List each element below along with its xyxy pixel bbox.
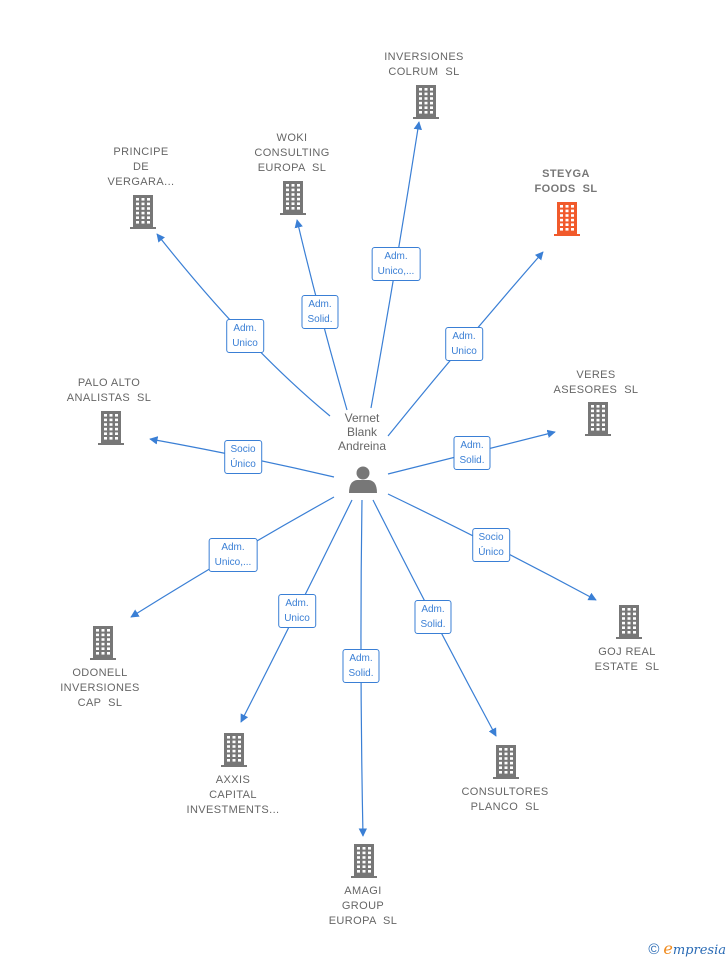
relation-label-odonell[interactable]: Adm. Unico,... [208, 538, 258, 572]
relation-label-amagi[interactable]: Adm. Solid. [342, 649, 380, 683]
relation-label-axxis[interactable]: Adm. Unico [278, 594, 316, 628]
company-name-paloalto[interactable]: PALO ALTO ANALISTAS SL [66, 377, 152, 404]
brand-logo-text: mpresia [672, 943, 726, 958]
relation-label-paloalto[interactable]: Socio Único [224, 440, 262, 474]
company-name-consultores[interactable]: CONSULTORES PLANCO SL [461, 786, 549, 813]
building-icon-colrum[interactable] [413, 85, 439, 119]
person-icon[interactable] [349, 466, 377, 494]
building-icon-consultores[interactable] [493, 745, 519, 779]
relation-label-veres[interactable]: Adm. Solid. [453, 436, 491, 470]
building-icon-odonell[interactable] [90, 626, 116, 660]
company-name-principe[interactable]: PRINCIPE DE VERGARA... [107, 146, 175, 188]
brand-logo-initial: e [663, 939, 673, 958]
company-name-axxis[interactable]: AXXIS CAPITAL INVESTMENTS... [186, 774, 280, 816]
company-name-amagi[interactable]: AMAGI GROUP EUROPA SL [328, 885, 398, 927]
building-icon-woki[interactable] [280, 181, 306, 215]
relation-label-steyga[interactable]: Adm. Unico [445, 327, 483, 361]
building-icon-steyga[interactable] [554, 202, 580, 236]
relation-label-goj[interactable]: Socio Único [472, 528, 510, 562]
building-icon-goj[interactable] [616, 605, 642, 639]
building-icon-veres[interactable] [585, 402, 611, 436]
relation-label-consultores[interactable]: Adm. Solid. [414, 600, 452, 634]
building-icon-axxis[interactable] [221, 733, 247, 767]
relation-label-woki[interactable]: Adm. Solid. [301, 295, 339, 329]
relation-label-colrum[interactable]: Adm. Unico,... [371, 247, 421, 281]
company-name-steyga[interactable]: STEYGA FOODS SL [534, 168, 598, 195]
copyright-icon: © [648, 941, 660, 958]
company-name-odonell[interactable]: ODONELL INVERSIONES CAP SL [60, 667, 140, 709]
relation-label-principe[interactable]: Adm. Unico [226, 319, 264, 353]
company-name-goj[interactable]: GOJ REAL ESTATE SL [594, 646, 660, 673]
company-name-woki[interactable]: WOKI CONSULTING EUROPA SL [254, 132, 330, 174]
footer-brand[interactable]: ©empresia [648, 939, 726, 958]
building-icon-amagi[interactable] [351, 844, 377, 878]
building-icon-paloalto[interactable] [98, 411, 124, 445]
company-name-colrum[interactable]: INVERSIONES COLRUM SL [384, 51, 464, 78]
company-name-veres[interactable]: VERES ASESORES SL [553, 369, 639, 396]
person-name[interactable]: Vernet Blank Andreina [337, 411, 387, 453]
building-icon-principe[interactable] [130, 195, 156, 229]
